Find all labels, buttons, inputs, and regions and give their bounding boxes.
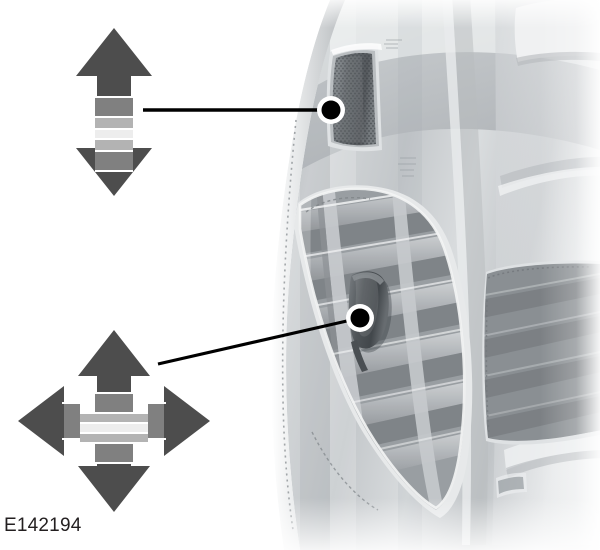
cross-arrow-head-down [78, 450, 150, 512]
dash-lower-detail [496, 472, 527, 498]
dash-emboss-marks [384, 39, 416, 177]
cross-arrow-head-right [148, 386, 210, 456]
vertical-arrow-bands [95, 76, 133, 172]
leader-dot-upper [321, 100, 341, 120]
leader-line-upper [143, 96, 345, 124]
cross-band-h-left [64, 404, 80, 438]
cross-band-v1 [97, 374, 131, 392]
figure-caption: E142194 [4, 515, 82, 536]
dashboard-illustration [264, 0, 600, 550]
leader-dot-main [350, 308, 370, 328]
cross-arrow-head-up [78, 330, 150, 392]
leader-line-main-vent-stroke [157, 316, 361, 366]
leader-line-main-vent [157, 304, 374, 366]
upper-vent-thumbwheel[interactable] [326, 43, 382, 152]
four-way-arrow [18, 330, 210, 512]
cross-band-v6 [95, 444, 133, 462]
cross-band-v2 [95, 394, 133, 412]
cross-band-v7 [97, 464, 131, 468]
arrow-head-up [76, 28, 152, 94]
cross-band-h-right [148, 404, 164, 438]
cross-arrow-head-left [18, 386, 80, 456]
main-vent[interactable] [286, 180, 490, 522]
